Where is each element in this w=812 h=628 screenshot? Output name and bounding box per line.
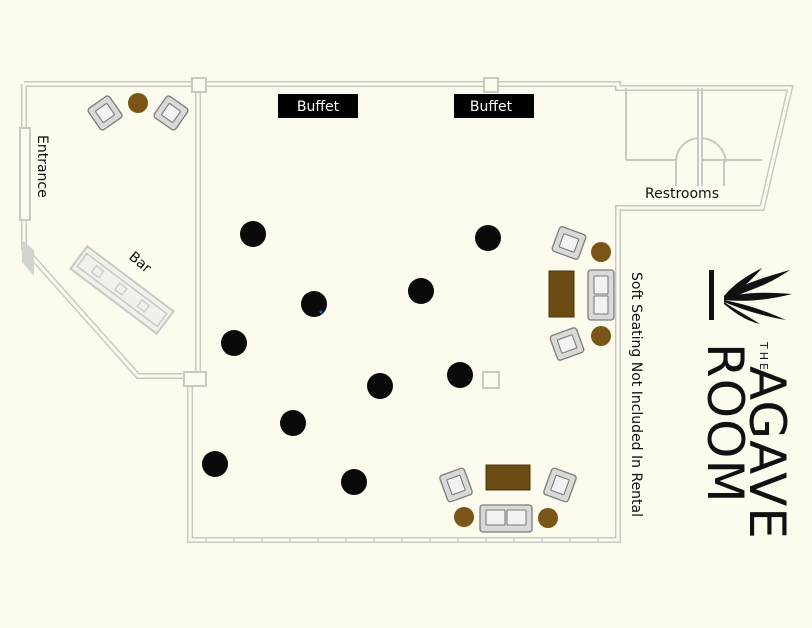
round-table [475,225,501,251]
round-table [447,362,473,388]
buffet-label: Buffet [470,99,513,115]
side-table [591,326,611,346]
logo-agave: AGAVE [738,366,796,540]
outer-wall-inner-line [22,82,792,542]
pillar [482,371,500,389]
entrance-label: Entrance [34,135,50,198]
coffee-table [485,464,531,491]
round-table [221,330,247,356]
pillar [183,371,207,387]
round-table [280,410,306,436]
agave-leaf-icon [724,268,792,324]
buffet-label: Buffet [297,99,340,115]
pillar [483,77,499,93]
bottom-lounge [439,464,577,533]
logo-room: ROOM [696,343,754,504]
armchair [551,226,587,260]
armchair [439,467,473,503]
agave-room-logo: THE AGAVE ROOM [696,268,796,540]
bar-label: Bar [125,249,154,277]
round-table [341,469,367,495]
tables [202,221,501,495]
corner-block [22,240,34,276]
armchair [543,467,577,503]
coffee-table [548,270,575,318]
restrooms-label: Restrooms [645,186,719,202]
buffet-2: Buffet [454,94,534,118]
armchair [153,95,189,131]
entrance-door [19,127,31,221]
sofa [479,504,533,533]
round-table [408,278,434,304]
buffet-banner [454,94,534,118]
logo-the: THE [757,341,770,373]
side-table [591,242,611,262]
bar-lounge [87,93,189,131]
armchair [87,95,123,131]
side-table [454,507,474,527]
side-table [128,93,148,113]
windows [205,537,599,543]
logo-bar [709,270,714,320]
sofa [587,269,615,321]
round-table [301,291,327,317]
table-marker [319,310,323,314]
round-table [240,221,266,247]
restroom-walls [625,88,762,186]
buffet-banner [278,94,358,118]
right-lounge [548,226,615,361]
round-table [367,373,393,399]
round-table [202,451,228,477]
armchair [549,327,585,361]
soft-seating-note: Soft Seating Not Included In Rental [628,272,644,517]
walls [19,77,794,543]
side-table [538,508,558,528]
pillar [191,77,207,93]
buffet-1: Buffet [278,94,358,118]
